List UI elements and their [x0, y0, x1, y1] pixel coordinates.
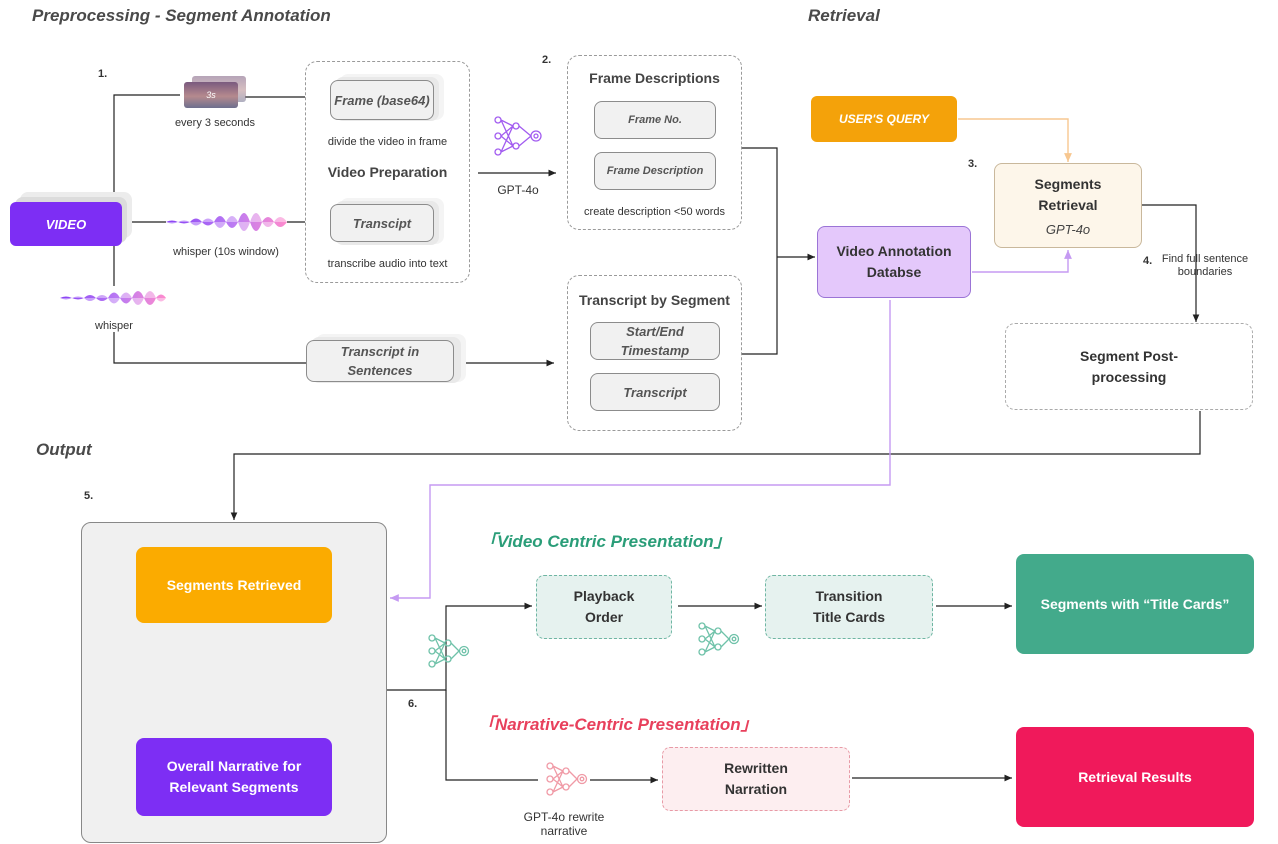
segment-transcript-label: Transcript [623, 384, 687, 400]
segments-retrieval-title: Segments Retrieval [1034, 176, 1102, 213]
transcript-in-sentences-card: Transcript in Sentences [306, 340, 454, 382]
frame-base64-card: Frame (base64) [330, 80, 434, 120]
segments-retrieved-box: Segments Retrieved [136, 547, 332, 623]
video-source-box: VIDEO [10, 202, 122, 246]
video-frame-thumbnail: 3s [184, 82, 238, 108]
narrative-centric-header: 「Narrative-Centric Presentation」 [478, 715, 758, 734]
playback-order-label: Playback Order [573, 588, 635, 625]
frame-base64-label: Frame (base64) [334, 92, 430, 108]
whisper-caption: whisper [95, 320, 133, 332]
frame-number-label: Frame No. [628, 113, 682, 126]
database-connectors-purple [390, 250, 1072, 602]
database-label: Video Annotation Databse [836, 243, 952, 280]
query-connector-orange [958, 118, 1072, 162]
neural-network-icon [698, 622, 740, 656]
frame-interval-caption: every 3 seconds [174, 117, 256, 129]
segments-retrieved-label: Segments Retrieved [166, 577, 302, 593]
step-number: 1. [98, 68, 108, 80]
neural-network-icon [494, 116, 542, 156]
whisper-window-caption: whisper (10s window) [173, 246, 279, 258]
step-number: 4. [1143, 255, 1153, 267]
sentence-boundaries-caption: Find full sentence boundaries [1161, 253, 1249, 278]
frame-description-caption: create description <50 words [584, 206, 725, 218]
video-preparation-title: Video Preparation [327, 164, 448, 180]
transcript-card: Transcipt [330, 204, 434, 242]
neural-network-icon [428, 634, 470, 668]
retrieval-results-box: Retrieval Results [1016, 727, 1254, 827]
gpt4o-caption: GPT-4o [497, 183, 539, 197]
segment-post-processing-box: Segment Post-processing [1005, 323, 1253, 410]
video-label: VIDEO [45, 216, 87, 232]
post-processing-label: Segment Post-processing [1079, 347, 1178, 385]
transcript-label: Transcipt [352, 215, 412, 231]
step-number: 3. [968, 158, 978, 170]
frame-description-label: Frame Description [606, 164, 704, 177]
transcript-by-segment-title: Transcript by Segment [579, 292, 730, 308]
waveform-icon [166, 213, 287, 231]
waveform-icon [60, 291, 166, 305]
rewritten-narration-label: Rewritten Narration [724, 760, 788, 797]
user-query-box: USER'S QUERY [811, 96, 957, 142]
transcript-in-sentences-label: Transcript in Sentences [340, 344, 420, 378]
transition-title-cards-box: Transition Title Cards [765, 575, 933, 639]
neural-network-icon [546, 762, 588, 796]
output-section-title: Output [36, 440, 92, 459]
overall-narrative-label: Overall Narrative for Relevant Segments [166, 758, 302, 795]
timestamp-label: Start/End Timestamp [620, 324, 690, 358]
rewritten-narration-box: Rewritten Narration [662, 747, 850, 811]
overall-narrative-box: Overall Narrative for Relevant Segments [136, 738, 332, 816]
step-number: 5. [84, 490, 94, 502]
frame-descriptions-panel [567, 55, 742, 230]
preprocessing-section-title: Preprocessing - Segment Annotation [32, 6, 331, 25]
segments-retrieval-box [994, 163, 1142, 248]
user-query-label: USER'S QUERY [839, 112, 929, 126]
retrieval-section-title: Retrieval [808, 6, 880, 25]
frame-description-field: Frame Description [594, 152, 716, 190]
step-number: 6. [408, 698, 418, 710]
timestamp-field: Start/End Timestamp [590, 322, 720, 360]
segments-retrieval-model: GPT-4o [1045, 222, 1091, 237]
video-centric-header: 「Video Centric Presentation」 [480, 532, 731, 551]
segment-transcript-field: Transcript [590, 373, 720, 411]
retrieval-results-label: Retrieval Results [1078, 769, 1192, 785]
frame-caption: divide the video in frame [327, 136, 448, 148]
frame-descriptions-title: Frame Descriptions [589, 70, 720, 86]
transition-title-cards-label: Transition Title Cards [812, 588, 886, 625]
frame-number-field: Frame No. [594, 101, 716, 139]
thumbnail-duration-label: 3s [206, 90, 216, 100]
segments-with-title-cards-label: Segments with “Title Cards” [1040, 596, 1230, 612]
transcript-caption: transcribe audio into text [327, 258, 448, 270]
step-number: 2. [542, 54, 552, 66]
gpt-rewrite-caption: GPT-4o rewrite narrative [523, 810, 605, 838]
video-annotation-database: Video Annotation Databse [817, 226, 971, 298]
playback-order-box: Playback Order [536, 575, 672, 639]
segments-with-title-cards-box: Segments with “Title Cards” [1016, 554, 1254, 654]
